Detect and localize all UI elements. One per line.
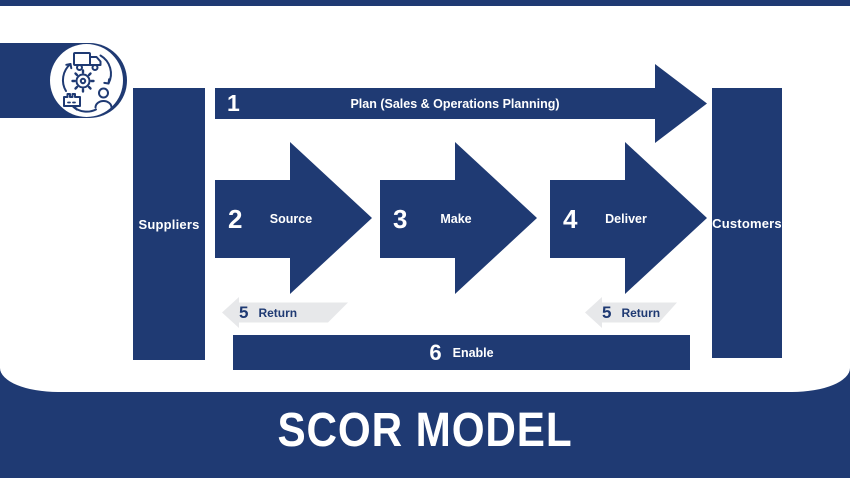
return-source-number: 5 [239,302,249,322]
enable-bar: 6 Enable [233,335,690,370]
page-title: SCOR MODEL [277,403,573,457]
source-label: Source [269,212,313,226]
enable-label: Enable [452,345,494,360]
person-icon [94,87,113,109]
truck-icon [73,52,102,71]
return-deliver-label: Return [621,305,661,320]
return-source-label: Return [258,305,298,320]
suppliers-label: Suppliers [138,216,200,232]
deliver-number: 4 [563,203,578,234]
supply-chain-cycle-icon [50,44,123,117]
plan-label: Plan (Sales & Operations Planning) [350,96,560,111]
return-deliver-number: 5 [602,302,612,322]
customers-label: Customers [712,215,782,231]
enable-number: 6 [429,339,442,365]
plan-number: 1 [227,90,240,116]
source-number: 2 [228,203,243,234]
factory-icon [63,93,81,107]
make-label: Make [440,212,472,226]
gear-icon [71,69,95,93]
make-number: 3 [393,203,408,234]
suppliers-bar: Suppliers [133,88,205,360]
deliver-label: Deliver [605,212,647,226]
customers-bar: Customers [712,88,782,358]
cycle-arrows-icon [61,54,112,113]
